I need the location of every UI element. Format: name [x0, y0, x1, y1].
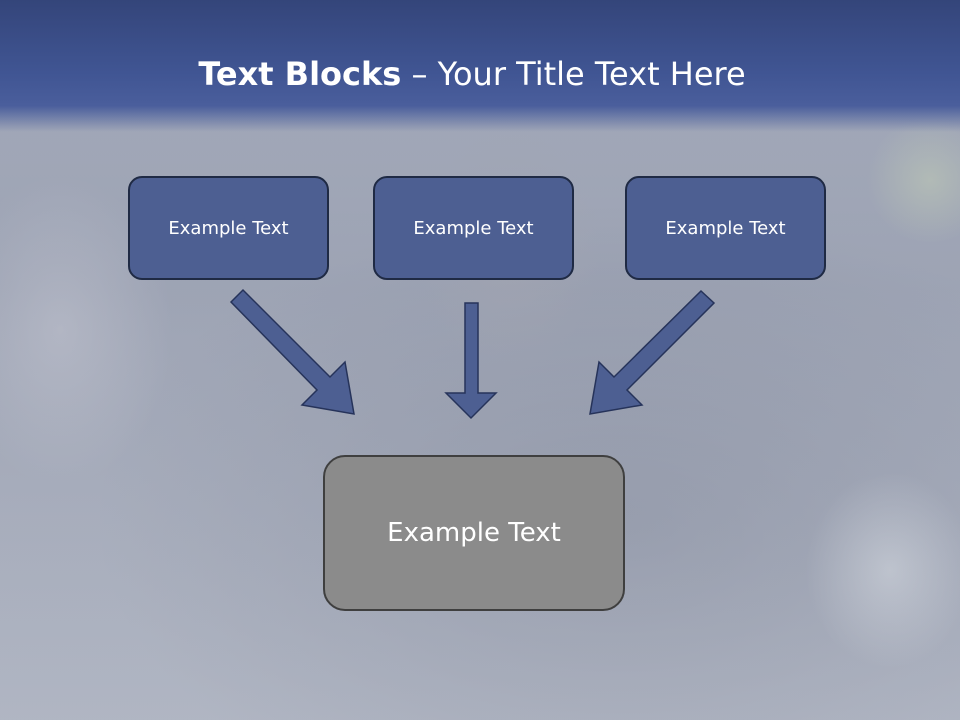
text-block-3-label: Example Text [665, 217, 786, 239]
main-text-block[interactable]: Example Text [323, 455, 625, 611]
title-bold-part: Text Blocks [198, 55, 402, 93]
arrow-down-icon[interactable] [444, 302, 498, 420]
text-block-3[interactable]: Example Text [625, 176, 826, 280]
arrow-down-left-icon[interactable] [589, 289, 716, 415]
title-rest: Your Title Text Here [437, 55, 746, 93]
text-block-2-label: Example Text [413, 217, 534, 239]
text-block-1-label: Example Text [168, 217, 289, 239]
text-block-1[interactable]: Example Text [128, 176, 329, 280]
main-text-block-label: Example Text [387, 518, 561, 548]
title-separator: – [401, 55, 438, 93]
slide-title: Text Blocks – Your Title Text Here [0, 55, 944, 93]
arrow-down-right-icon[interactable] [229, 288, 355, 415]
title-banner [0, 0, 960, 132]
text-block-2[interactable]: Example Text [373, 176, 574, 280]
